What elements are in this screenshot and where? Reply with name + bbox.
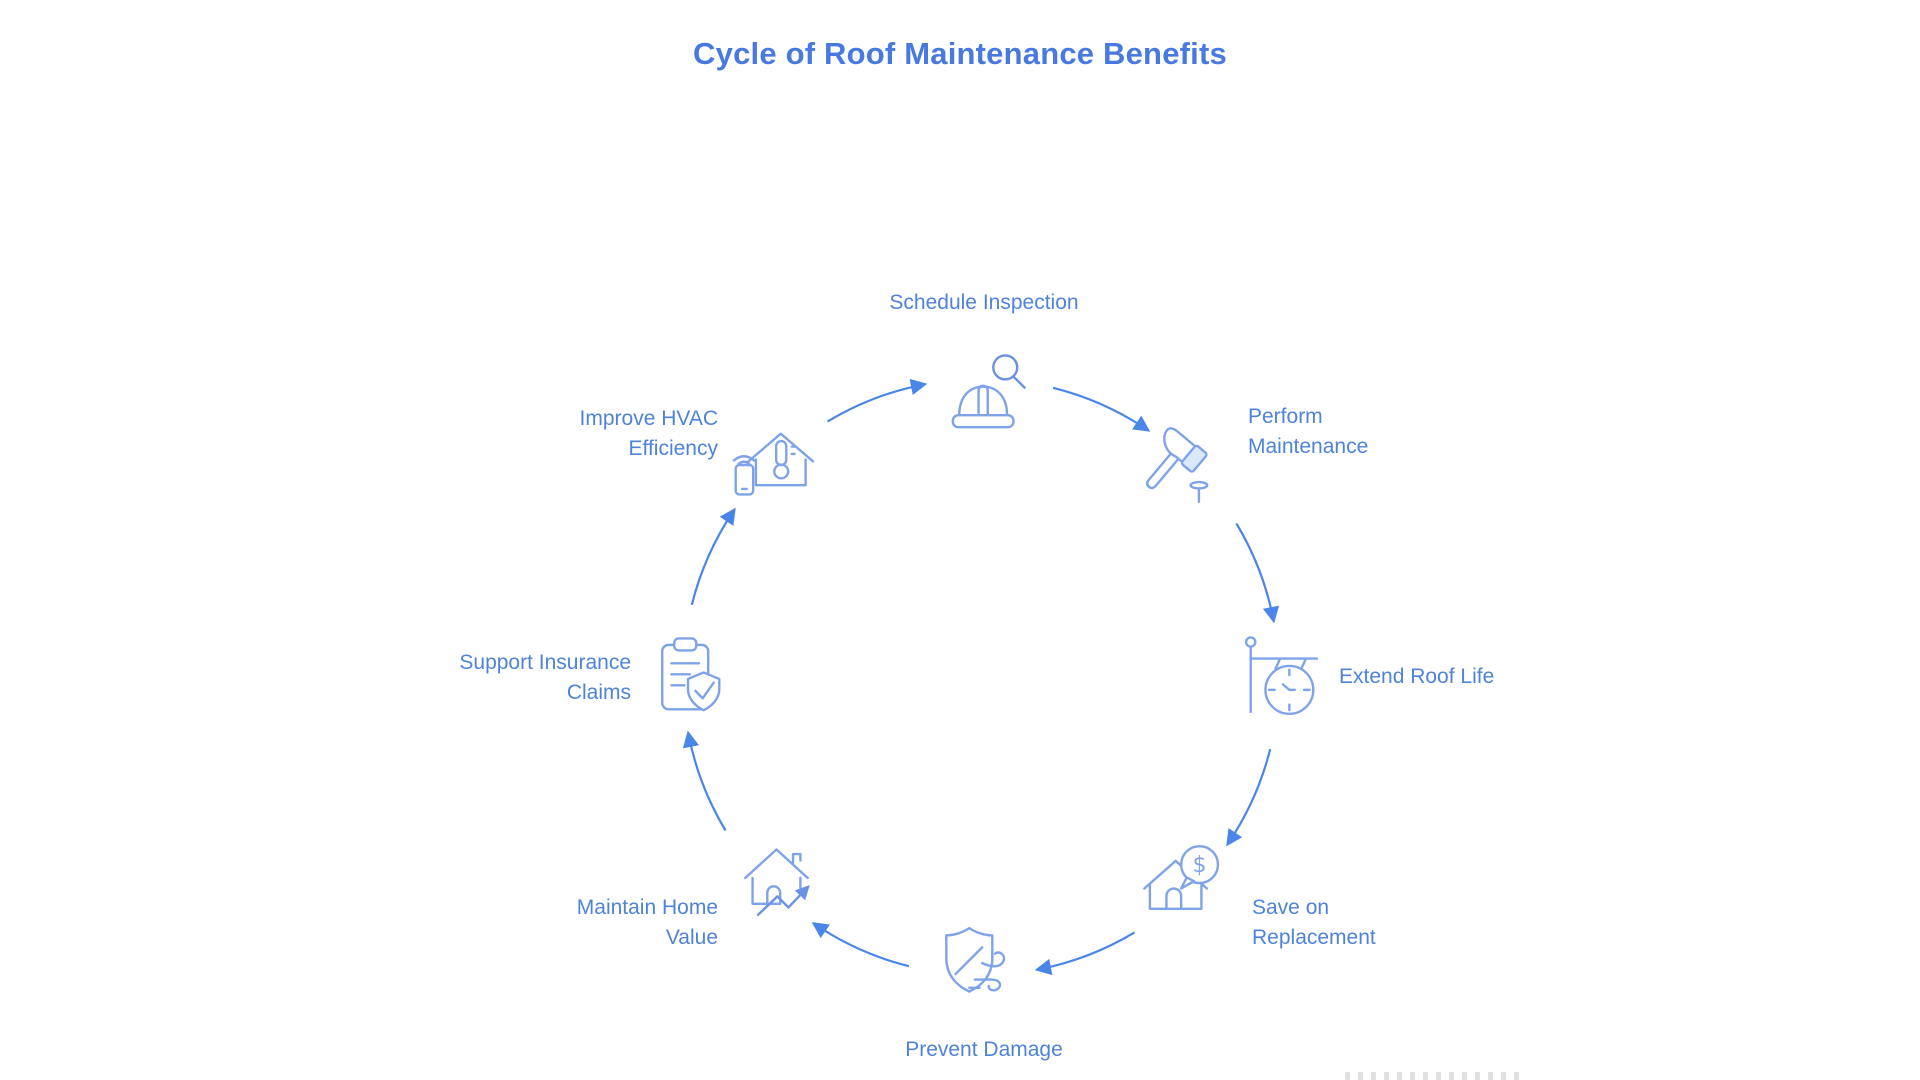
node-label-perform-maintenance: Perform Maintenance — [1248, 405, 1369, 458]
svg-text:$: $ — [1193, 853, 1207, 878]
house-growth-arrow-icon — [736, 832, 828, 924]
house-thermostat-icon — [732, 419, 824, 511]
house-dollar-bubble-icon: $ — [1137, 837, 1229, 929]
arrow-save-to-prevent — [1034, 931, 1136, 976]
node-label-support-insurance-claims: Support Insurance Claims — [459, 651, 631, 704]
node-label-extend-roof-life: Extend Roof Life — [1339, 665, 1495, 688]
hardhat-magnifier-icon — [939, 349, 1031, 441]
arrow-maintain-to-support — [682, 730, 727, 832]
arrow-schedule-to-perform — [1052, 386, 1151, 432]
page-title: Cycle of Roof Maintenance Benefits — [693, 36, 1227, 71]
arrow-improve-to-schedule — [826, 378, 928, 423]
hanging-clock-icon — [1236, 631, 1328, 723]
node-label-schedule-inspection: Schedule Inspection — [889, 291, 1079, 314]
node-label-improve-hvac-efficiency: Improve HVAC Efficiency — [579, 407, 718, 460]
node-label-prevent-damage: Prevent Damage — [905, 1038, 1063, 1061]
clipboard-shield-check-icon — [642, 632, 734, 724]
node-label-save-on-replacement: Save on Replacement — [1252, 896, 1376, 949]
arrow-extend-to-save — [1226, 748, 1272, 847]
node-label-maintain-home-value: Maintain Home Value — [576, 896, 718, 949]
cutoff-watermark — [1345, 1072, 1525, 1080]
arrow-prevent-to-maintain — [811, 922, 910, 968]
arrow-support-to-improve — [690, 507, 736, 606]
hammer-nail-icon — [1129, 419, 1221, 511]
shield-wind-icon — [927, 917, 1019, 1009]
arrow-perform-to-extend — [1235, 522, 1280, 624]
